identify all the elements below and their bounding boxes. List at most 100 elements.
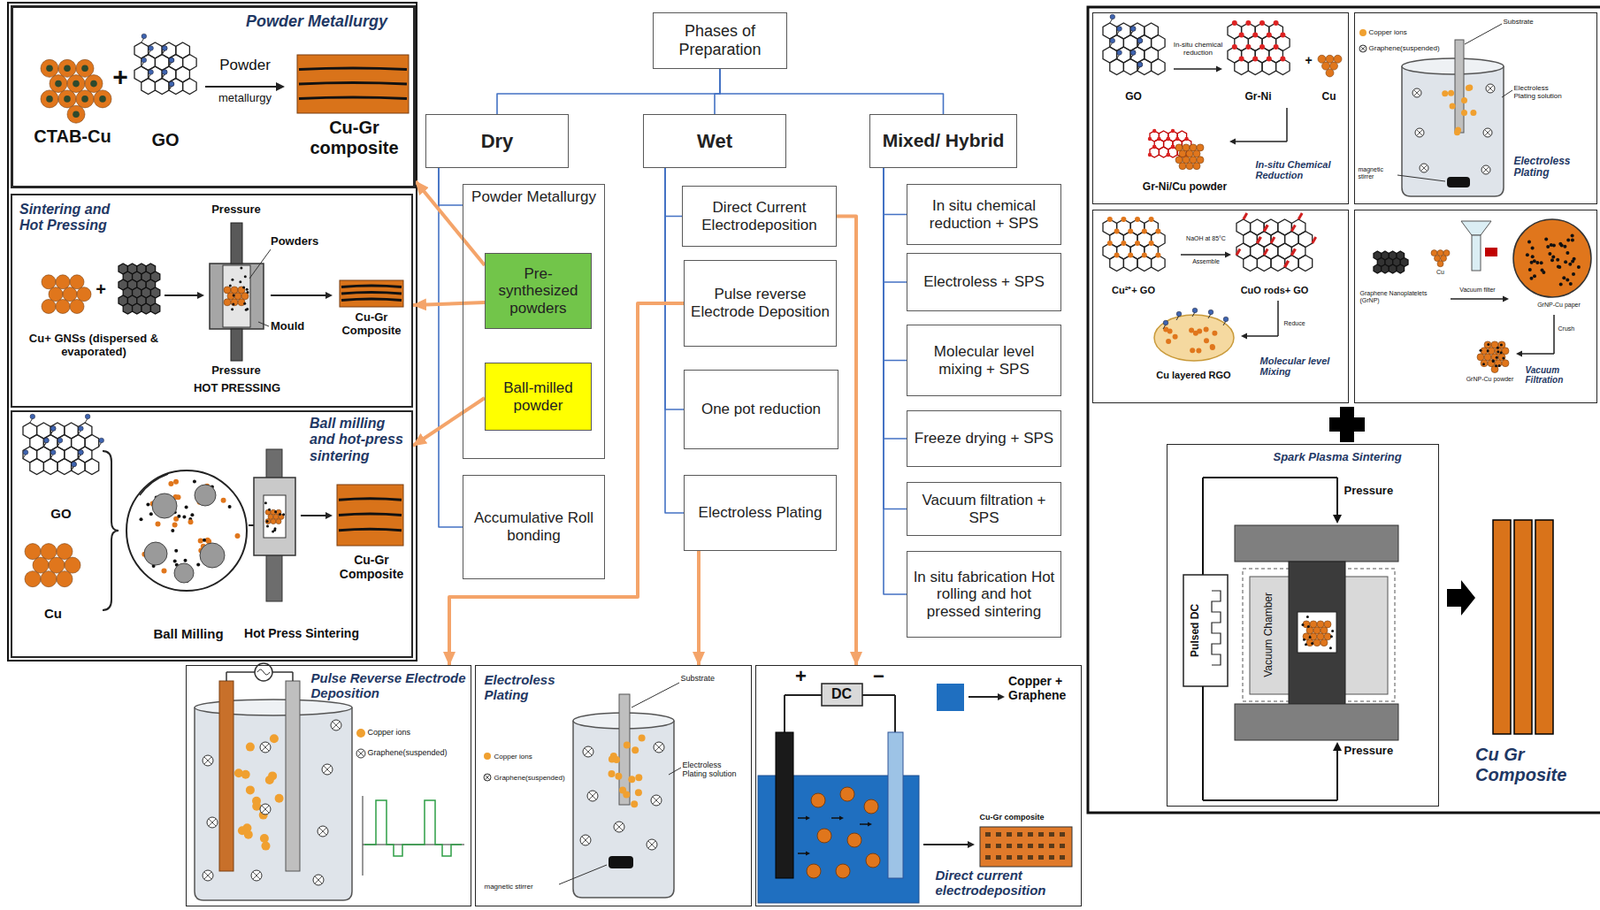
illustration [1178, 150, 1187, 158]
illustration [341, 285, 402, 288]
illustration [652, 796, 660, 804]
illustration [1229, 138, 1236, 146]
illustration [102, 451, 119, 611]
illustration [1027, 832, 1034, 837]
illustration [183, 558, 188, 563]
illustration [266, 520, 269, 523]
illustration [1309, 635, 1312, 639]
illustration [184, 505, 189, 510]
illustration [589, 792, 597, 800]
illustration [1180, 253, 1225, 256]
illustration [997, 693, 1005, 701]
illustration [584, 748, 592, 756]
illustration [1178, 162, 1187, 170]
panel-label: + [1301, 53, 1317, 68]
illustration [1396, 264, 1405, 274]
illustration [1148, 216, 1155, 223]
illustration [269, 734, 279, 743]
illustration [1535, 520, 1554, 735]
illustration [244, 308, 248, 312]
illustration [356, 749, 366, 758]
illustration [1498, 364, 1501, 368]
illustration [1017, 855, 1023, 860]
panel-label: GrNP-Cu powder [1454, 375, 1526, 383]
process-box: Dry [425, 114, 569, 169]
illustration [192, 479, 197, 483]
illustration [141, 78, 156, 95]
illustration [1236, 249, 1241, 256]
illustration [1137, 61, 1143, 68]
panel-label: In-situ chemical reduction [1171, 40, 1226, 57]
illustration [1107, 216, 1113, 223]
illustration [1437, 260, 1444, 268]
illustration [646, 839, 658, 850]
illustration [614, 773, 622, 781]
illustration [219, 681, 234, 872]
illustration [1167, 328, 1173, 334]
illustration [202, 538, 207, 543]
illustration [1285, 255, 1300, 272]
illustration [1514, 520, 1532, 735]
illustration [1127, 252, 1134, 259]
illustration [1565, 251, 1570, 255]
illustration [797, 852, 806, 855]
illustration [190, 512, 194, 517]
panel-label: Pressure [205, 203, 268, 217]
illustration [194, 707, 353, 901]
illustration [229, 284, 232, 288]
illustration [1123, 59, 1138, 76]
illustration [1183, 574, 1228, 687]
illustration [1048, 843, 1055, 849]
illustration [1152, 145, 1156, 149]
panel-label: Ball milling and hot-press sintering [309, 415, 412, 465]
connector [413, 398, 485, 446]
illustration [1360, 45, 1366, 52]
illustration [1110, 14, 1116, 20]
illustration [1298, 255, 1313, 272]
illustration [1552, 244, 1556, 248]
illustration [263, 495, 286, 538]
illustration [1087, 7, 1600, 813]
illustration [1137, 59, 1152, 76]
illustration [1359, 45, 1367, 53]
illustration [173, 479, 179, 485]
illustration [817, 828, 832, 843]
illustration [93, 90, 112, 108]
illustration [7, 2, 417, 661]
illustration [652, 796, 660, 804]
connector [883, 168, 907, 595]
illustration [40, 543, 57, 560]
illustration [242, 285, 245, 289]
illustration [1006, 855, 1012, 860]
illustration [260, 742, 271, 753]
illustration [1492, 359, 1495, 363]
illustration [202, 870, 214, 881]
illustration [1494, 364, 1498, 368]
process-box: Phases of Preparation [652, 12, 788, 69]
illustration [264, 501, 268, 505]
panel-label: GrNP-Cu paper [1523, 301, 1596, 309]
illustration [341, 292, 402, 295]
illustration [1551, 254, 1555, 259]
illustration [1450, 298, 1503, 300]
illustration [1211, 330, 1218, 337]
illustration [56, 543, 73, 560]
panel-label: Gr-Ni [1227, 91, 1290, 104]
illustration [1141, 252, 1148, 259]
illustration [265, 519, 271, 525]
illustration [1201, 686, 1204, 801]
illustration [1134, 216, 1141, 223]
panel-label: Cu [1316, 91, 1343, 104]
illustration [323, 765, 331, 774]
illustration [923, 843, 968, 846]
connector [719, 68, 944, 115]
illustration [254, 663, 273, 682]
illustration [1148, 137, 1152, 141]
illustration [1235, 140, 1287, 143]
illustration [1186, 150, 1194, 158]
illustration [206, 817, 218, 828]
illustration [847, 833, 862, 848]
illustration [1017, 832, 1023, 837]
panel-label: DC [821, 686, 863, 703]
illustration [1415, 128, 1424, 138]
